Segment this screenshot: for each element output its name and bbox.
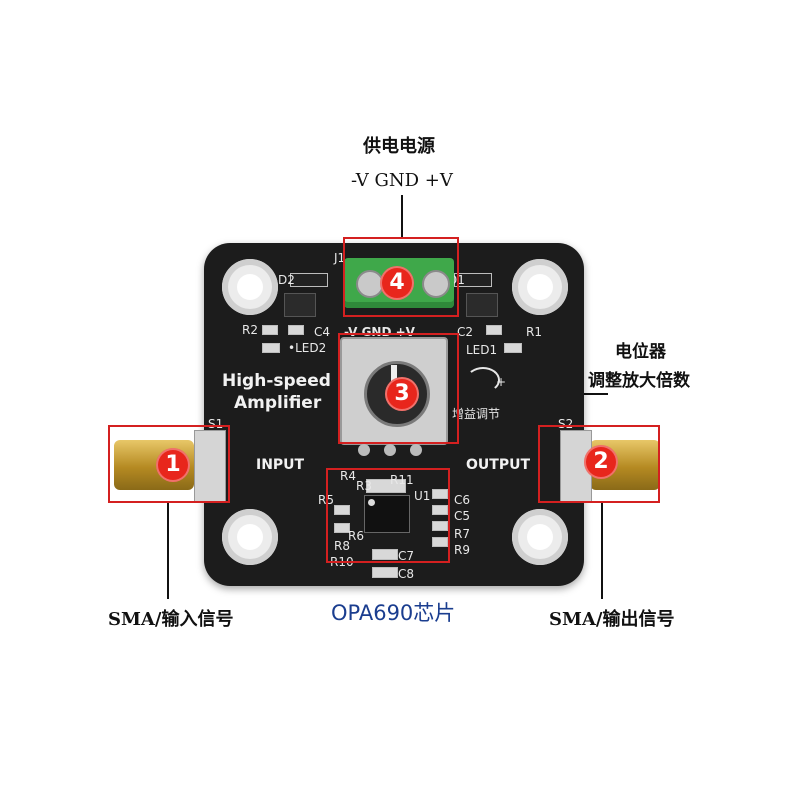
silk-r3: R3 [356, 479, 372, 493]
pad [432, 521, 448, 531]
pad [372, 549, 398, 560]
silk-r2: R2 [242, 323, 258, 337]
chip-caption: OPA690芯片 [331, 601, 456, 625]
silk-s1: S1 [208, 417, 224, 431]
silk-s2: S2 [558, 417, 574, 431]
potentiometer-desc: 调整放大倍数 [588, 371, 690, 391]
silk-r5: R5 [318, 493, 334, 507]
silk-d2: D2 [278, 273, 295, 287]
potentiometer-title: 电位器 [615, 342, 666, 362]
pot-pin [410, 444, 422, 456]
silk-j1: J1 [334, 251, 346, 265]
potentiometer[interactable] [340, 337, 448, 445]
sma-input-callout-line [167, 503, 169, 599]
silk-r7: R7 [454, 527, 470, 541]
pad [366, 479, 406, 493]
silk-r1: R1 [526, 325, 542, 339]
pot-pin [384, 444, 396, 456]
pad [504, 343, 522, 353]
gain-rotate-icon [466, 367, 500, 393]
output-label: OUTPUT [466, 457, 530, 473]
silk-power-pins: -V GND +V [344, 325, 415, 339]
capacitor-c4-body [284, 293, 316, 317]
pad [262, 343, 280, 353]
badge-3: 3 [385, 377, 419, 411]
pot-pin [358, 444, 370, 456]
capacitor-c2-body [466, 293, 498, 317]
terminal-screw-right[interactable] [422, 270, 450, 298]
power-callout-line [401, 195, 403, 237]
callout-box-sma-input [108, 425, 230, 503]
silk-c8: C8 [398, 567, 415, 581]
badge-2: 2 [584, 445, 618, 479]
power-supply-title: 供电电源 [363, 136, 435, 157]
board-title-line2: Amplifier [234, 393, 322, 413]
silk-r8: R8 [334, 539, 350, 553]
diode-d2 [290, 273, 328, 287]
board-title-line1: High-speed [222, 371, 331, 391]
callout-box-terminal [343, 237, 459, 317]
mounting-hole-top-left [222, 259, 278, 315]
sma-input-caption: SMA/输入信号 [108, 609, 234, 630]
input-label: INPUT [256, 457, 305, 473]
silk-c2: C2 [457, 325, 474, 339]
pad [486, 325, 502, 335]
pad [334, 523, 350, 533]
badge-1: 1 [156, 448, 190, 482]
silk-c5: C5 [454, 509, 471, 523]
silk-r4: R4 [340, 469, 356, 483]
pad [372, 567, 398, 578]
mounting-hole-bottom-left [222, 509, 278, 565]
silk-c7: C7 [398, 549, 415, 563]
gain-plus-sign: + [496, 375, 507, 389]
mounting-hole-top-right [512, 259, 568, 315]
badge-4: 4 [380, 266, 414, 300]
sma-output-caption: SMA/输出信号 [549, 609, 675, 630]
diode-d1 [454, 273, 492, 287]
knob-indicator [391, 365, 397, 381]
power-pins-label: -V GND +V [351, 170, 453, 191]
pad [432, 489, 448, 499]
chip-pin1-dot [368, 499, 375, 506]
mounting-hole-bottom-right [512, 509, 568, 565]
silk-led2: •LED2 [288, 341, 327, 355]
callout-box-potentiometer [338, 333, 459, 444]
pad [288, 325, 304, 335]
silk-c4: C4 [314, 325, 331, 339]
pad [432, 537, 448, 547]
silk-r11: R11 [390, 473, 414, 487]
silk-r9: R9 [454, 543, 470, 557]
pad [432, 505, 448, 515]
silk-u1: U1 [414, 489, 431, 503]
sma-output-callout-line [601, 503, 603, 599]
silk-c6: C6 [454, 493, 471, 507]
pad [334, 505, 350, 515]
silk-led1: LED1 [466, 343, 498, 357]
pad [262, 325, 278, 335]
sma-input-pins [194, 430, 226, 502]
gain-adjust-label: 增益调节 [452, 407, 501, 421]
silk-r6: R6 [348, 529, 364, 543]
callout-box-chip [326, 468, 450, 563]
callout-box-sma-output [538, 425, 660, 503]
